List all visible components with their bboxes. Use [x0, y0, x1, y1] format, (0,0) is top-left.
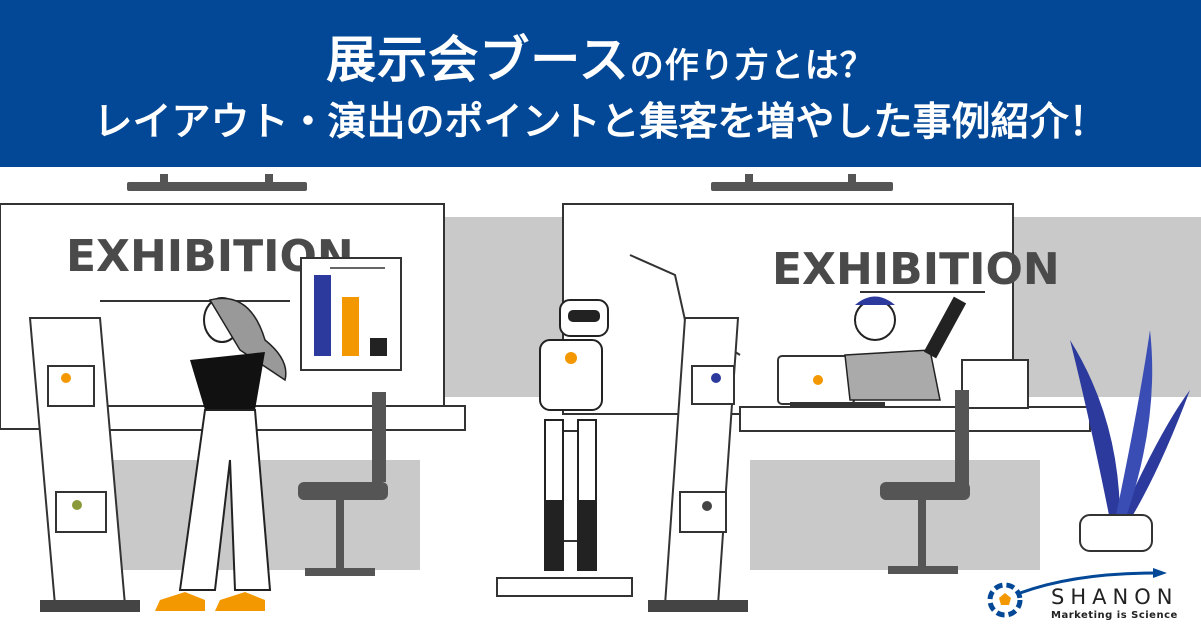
title-line-1: 展示会ブースの作り方とは？ [0, 30, 1201, 96]
title-banner: 展示会ブースの作り方とは？ レイアウト・演出のポイントと集客を増やした事例紹介！ [0, 0, 1201, 167]
ceiling-lights [127, 174, 893, 191]
title-sub: の作り方とは？ [629, 46, 875, 86]
right-booth-sign: EXHIBITION [772, 244, 1060, 295]
shanon-logo: SHANON Marketing is Science [985, 568, 1195, 626]
left-poster-stand [28, 317, 140, 612]
title-line-2: レイアウト・演出のポイントと集客を増やした事例紹介！ [93, 100, 1108, 145]
right-booth: EXHIBITION [559, 203, 1091, 574]
chair [880, 390, 970, 574]
chair [298, 392, 388, 576]
bar-chart-poster [300, 257, 402, 371]
laptop [777, 355, 885, 408]
right-poster-stand [648, 317, 748, 612]
woman-figure [155, 297, 287, 611]
logo-name: SHANON [1051, 585, 1179, 609]
robot-figure [496, 299, 633, 597]
box [961, 359, 1029, 409]
man-figure [844, 296, 967, 401]
logo-tagline: Marketing is Science [1051, 610, 1178, 621]
title-main: 展示会ブース [326, 31, 630, 89]
logo-mark-icon [987, 568, 1167, 618]
plant [1070, 330, 1190, 552]
